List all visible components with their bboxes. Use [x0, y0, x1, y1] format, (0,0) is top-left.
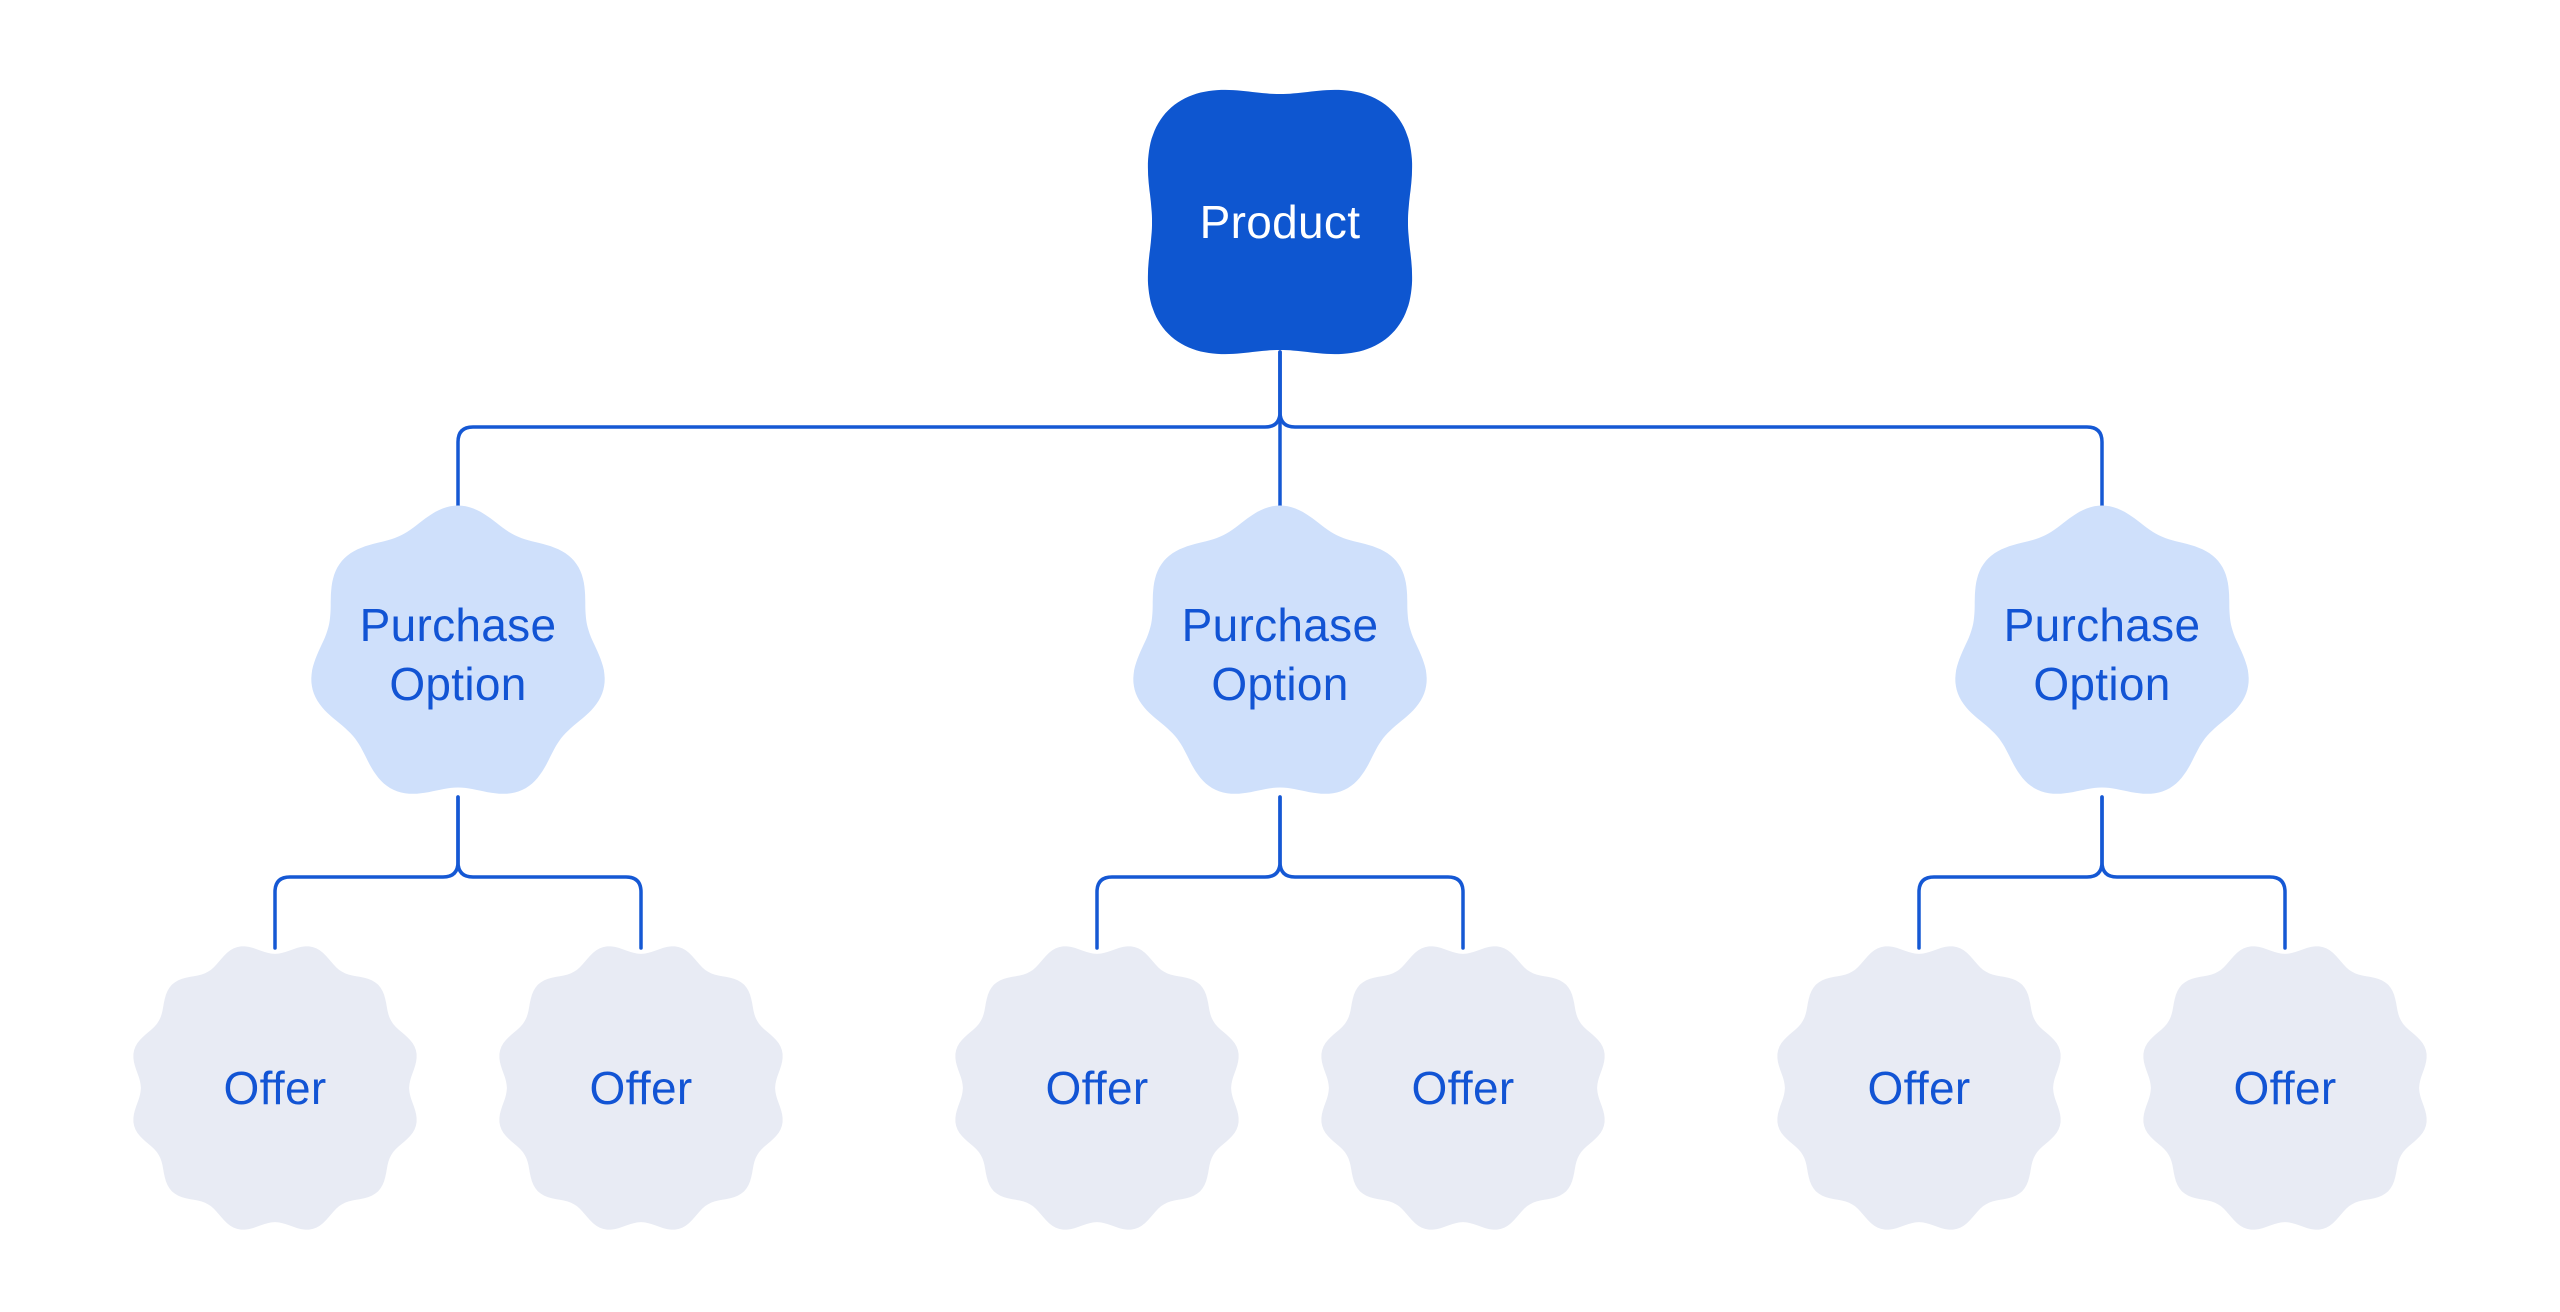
- offer-node-2: Offer: [481, 928, 801, 1248]
- offer-blob-shape: [1777, 946, 2061, 1230]
- purchase-option-label: Purchase Option: [2003, 599, 2201, 710]
- purchase-option-node-3: Purchase Option: [1942, 495, 2262, 815]
- offer-blob-shape: [133, 946, 417, 1230]
- purchase-option-node-1: Purchase Option: [298, 495, 618, 815]
- product-node: Product: [1120, 62, 1440, 382]
- offer-node-6: Offer: [2125, 928, 2445, 1248]
- purchase-option-label: Purchase Option: [1181, 599, 1379, 710]
- offer-blob-shape: [2143, 946, 2427, 1230]
- offer-node-3: Offer: [937, 928, 1257, 1248]
- offer-label: Offer: [1867, 1061, 1971, 1114]
- offer-node-4: Offer: [1303, 928, 1623, 1248]
- offer-blob-shape: [1321, 946, 1605, 1230]
- offer-blob-shape: [499, 946, 783, 1230]
- offer-label: Offer: [589, 1061, 693, 1114]
- offer-label: Offer: [2233, 1061, 2337, 1114]
- purchase-option-blob-shape: [1955, 505, 2249, 794]
- offer-label: Offer: [223, 1061, 327, 1114]
- purchase-option-blob-shape: [311, 505, 605, 794]
- offer-label: Offer: [1411, 1061, 1515, 1114]
- product-blob-shape: [1147, 89, 1413, 355]
- purchase-option-blob-shape: [1133, 505, 1427, 794]
- purchase-option-label: Purchase Option: [359, 599, 557, 710]
- offer-label: Offer: [1045, 1061, 1149, 1114]
- offer-blob-shape: [955, 946, 1239, 1230]
- offer-node-1: Offer: [115, 928, 435, 1248]
- offer-node-5: Offer: [1759, 928, 2079, 1248]
- product-label: Product: [1199, 195, 1361, 248]
- purchase-option-node-2: Purchase Option: [1120, 495, 1440, 815]
